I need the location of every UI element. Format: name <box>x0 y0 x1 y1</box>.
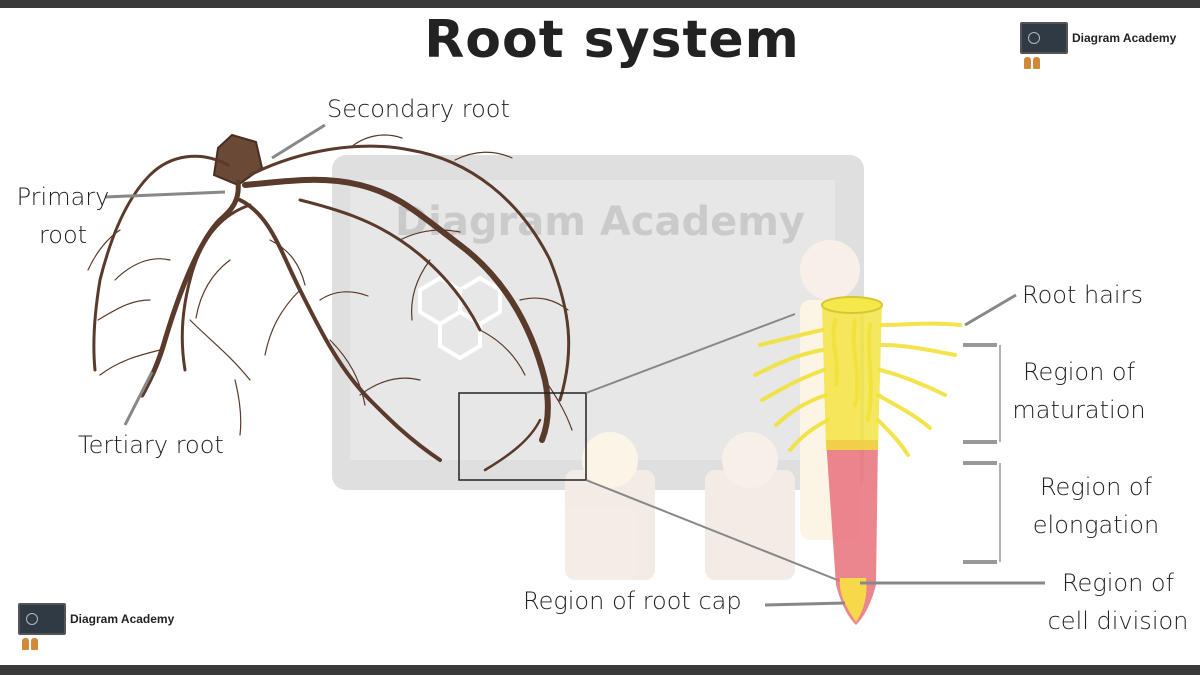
leader-secondary <box>271 123 326 160</box>
watermark-student-left <box>582 432 638 488</box>
watermark-text: Diagram Academy <box>395 199 805 245</box>
top-bar <box>0 0 1200 8</box>
watermark-student-right <box>722 432 778 488</box>
leader-root-cap <box>764 601 846 607</box>
secondary-root-inner <box>180 203 252 372</box>
maturation-zone <box>822 305 882 450</box>
label-maturation: Region of maturation <box>1008 353 1150 429</box>
watermark-board-screen <box>350 180 835 460</box>
label-primary-root-line2: root <box>38 221 88 249</box>
watermark-teacher-head <box>800 240 860 300</box>
label-maturation-line1: Region of <box>1022 358 1136 386</box>
root-crown <box>212 133 264 187</box>
brand-kids-icon <box>22 635 40 654</box>
label-elongation-line2: elongation <box>1032 511 1160 539</box>
label-elongation: Region of elongation <box>1025 468 1167 544</box>
label-root-hairs: Root hairs <box>1022 281 1143 309</box>
label-elongation-line1: Region of <box>1039 473 1153 501</box>
tertiary-rootlets <box>87 134 573 436</box>
brand-logo-top: Diagram Academy <box>1020 22 1177 69</box>
secondary-root-upper <box>248 144 571 402</box>
leader-primary <box>104 190 226 199</box>
root-tip-enlarged <box>753 296 962 625</box>
label-cell-division-line2: cell division <box>1047 607 1189 635</box>
root-cap-zone <box>839 578 867 622</box>
label-maturation-line2: maturation <box>1012 396 1146 424</box>
root-specimen <box>87 133 573 472</box>
label-secondary-root: Secondary root <box>327 95 510 123</box>
brand-board-icon <box>18 603 66 635</box>
secondary-root-left <box>92 154 230 372</box>
label-tertiary-root: Tertiary root <box>78 431 224 459</box>
primary-root-left <box>139 179 241 398</box>
watermark-hexagons <box>418 275 502 361</box>
root-hairs <box>753 318 962 457</box>
zoom-line-bottom <box>585 479 851 586</box>
watermark-board <box>332 155 864 490</box>
label-primary-root: Primary root <box>12 178 114 254</box>
brand-kids-icon <box>1024 54 1042 73</box>
root-tip-top <box>821 296 883 314</box>
watermark-desk-right <box>705 470 795 580</box>
primary-root-right <box>242 176 551 443</box>
page-title: Root system <box>424 10 800 70</box>
label-root-cap: Region of root cap <box>523 587 742 615</box>
brand-board-icon <box>1020 22 1068 54</box>
label-primary-root-line1: Primary <box>16 183 110 211</box>
root-end-branch <box>483 418 542 472</box>
brackets <box>963 343 1001 564</box>
label-cell-division-line1: Region of <box>1061 569 1175 597</box>
primary-root-middle <box>238 198 442 462</box>
brand-name-top: Diagram Academy <box>1072 31 1177 45</box>
zoom-box <box>458 392 587 481</box>
leader-tertiary <box>123 371 154 426</box>
label-cell-division: Region of cell division <box>1044 564 1192 640</box>
zoom-line-top <box>585 313 796 394</box>
leader-root-hairs <box>964 293 1017 327</box>
brand-name-bottom: Diagram Academy <box>70 612 175 626</box>
leader-lines <box>104 123 1045 607</box>
brand-logo-bottom: Diagram Academy <box>18 603 175 650</box>
bottom-bar <box>0 665 1200 675</box>
